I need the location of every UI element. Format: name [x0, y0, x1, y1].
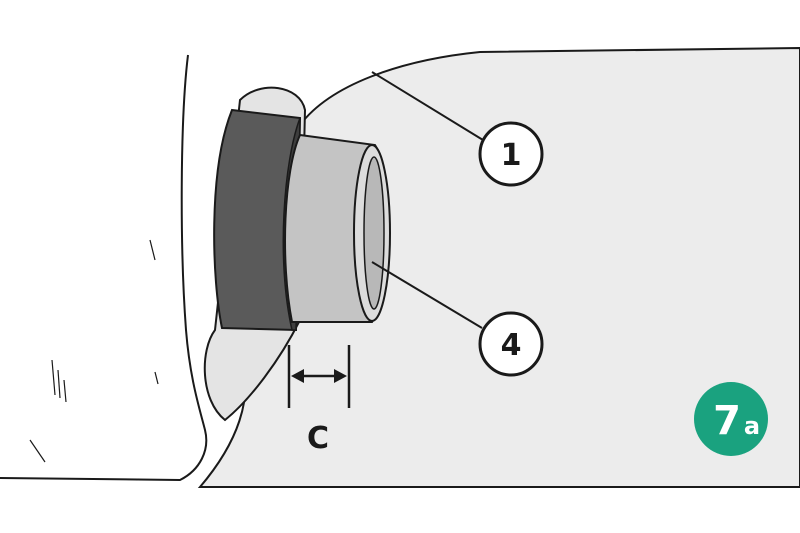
- sleeve-bore: [363, 156, 385, 310]
- dimension-c: [287, 345, 351, 408]
- dimension-c-label: C: [307, 421, 329, 456]
- rubber-ring: [213, 108, 302, 332]
- body-outline: [0, 54, 208, 482]
- leader-line-1: [371, 71, 484, 141]
- callout-1-label: 1: [501, 138, 522, 173]
- sketch-marks: [29, 239, 159, 463]
- leader-line-4: [371, 261, 483, 329]
- step-badge-letter: a: [744, 412, 760, 440]
- step-badge: 7 a: [694, 382, 768, 456]
- step-badge-number: 7: [713, 398, 741, 444]
- callout-1: 1: [478, 121, 544, 187]
- callout-4-label: 4: [501, 328, 522, 363]
- callout-4: 4: [478, 311, 544, 377]
